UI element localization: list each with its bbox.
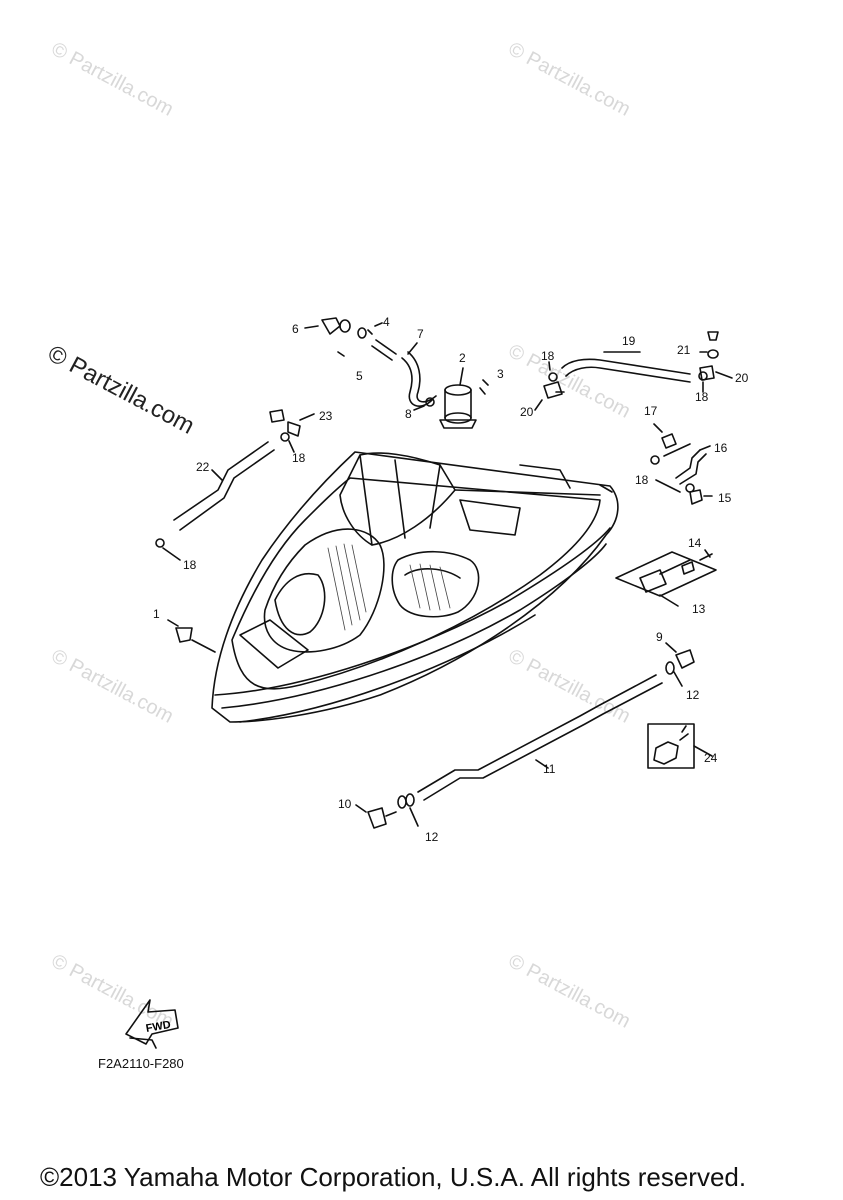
part-1-plug	[167, 619, 216, 653]
callout-1: 1	[153, 607, 160, 621]
callout-11: 11	[543, 762, 556, 776]
callout-21: 21	[677, 343, 691, 357]
callout-18: 18	[541, 349, 555, 363]
part-14-screw	[699, 549, 713, 561]
part-17-clip	[653, 423, 677, 449]
callout-22: 22	[196, 460, 210, 474]
part-8-clamp	[413, 397, 435, 411]
part-22-hose	[173, 441, 275, 531]
callout-18: 18	[695, 390, 709, 404]
callout-10: 10	[338, 797, 352, 811]
part-24-detail-box	[647, 723, 713, 769]
part-6-fitting	[304, 317, 351, 335]
part-9-drain-plug	[665, 642, 695, 669]
seat-pattern	[327, 543, 451, 631]
callout-20: 20	[520, 405, 534, 419]
part-15-fitting	[689, 489, 713, 505]
part-11-pipe	[417, 674, 663, 801]
callout-15: 15	[718, 491, 732, 505]
part-20-clip	[534, 365, 733, 411]
part-3-screw	[479, 379, 489, 395]
callout-17: 17	[644, 404, 658, 418]
part-18-clamp	[155, 361, 708, 561]
part-16-hose	[675, 445, 711, 485]
callout-14: 14	[688, 536, 702, 550]
boat-hull	[211, 451, 619, 723]
fwd-label: FWD	[145, 1019, 172, 1035]
callout-12: 12	[425, 830, 439, 844]
callout-23: 23	[319, 409, 333, 423]
part-23-fitting	[269, 409, 315, 437]
callout-2: 2	[459, 351, 466, 365]
callout-4: 4	[383, 315, 390, 329]
callout-18: 18	[292, 451, 306, 465]
callout-7: 7	[417, 327, 424, 341]
callout-12: 12	[686, 688, 700, 702]
fwd-arrow-icon	[125, 999, 179, 1049]
part-5-pin	[337, 351, 345, 357]
callout-8: 8	[405, 407, 412, 421]
copyright-notice: ©2013 Yamaha Motor Corporation, U.S.A. A…	[40, 1162, 747, 1192]
part-7-hose	[371, 339, 437, 407]
part-13-bracket	[615, 551, 717, 607]
part-12-nut	[397, 661, 683, 827]
callout-6: 6	[292, 322, 299, 336]
part-21-fitting	[699, 331, 719, 359]
part-19-hose	[561, 351, 691, 383]
callout-13: 13	[692, 602, 706, 616]
callout-5: 5	[356, 369, 363, 383]
diagram-code: F2A2110-F280	[98, 1056, 184, 1071]
part-10-drain-plug	[355, 804, 397, 829]
callout-24: 24	[704, 751, 718, 765]
callout-19: 19	[622, 334, 636, 348]
callout-20: 20	[735, 371, 749, 385]
callout-18: 18	[183, 558, 197, 572]
callout-16: 16	[714, 441, 728, 455]
callout-18: 18	[635, 473, 649, 487]
part-4-washer	[357, 322, 383, 339]
part-2-pump	[439, 367, 477, 429]
callout-3: 3	[497, 367, 504, 381]
callout-9: 9	[656, 630, 663, 644]
